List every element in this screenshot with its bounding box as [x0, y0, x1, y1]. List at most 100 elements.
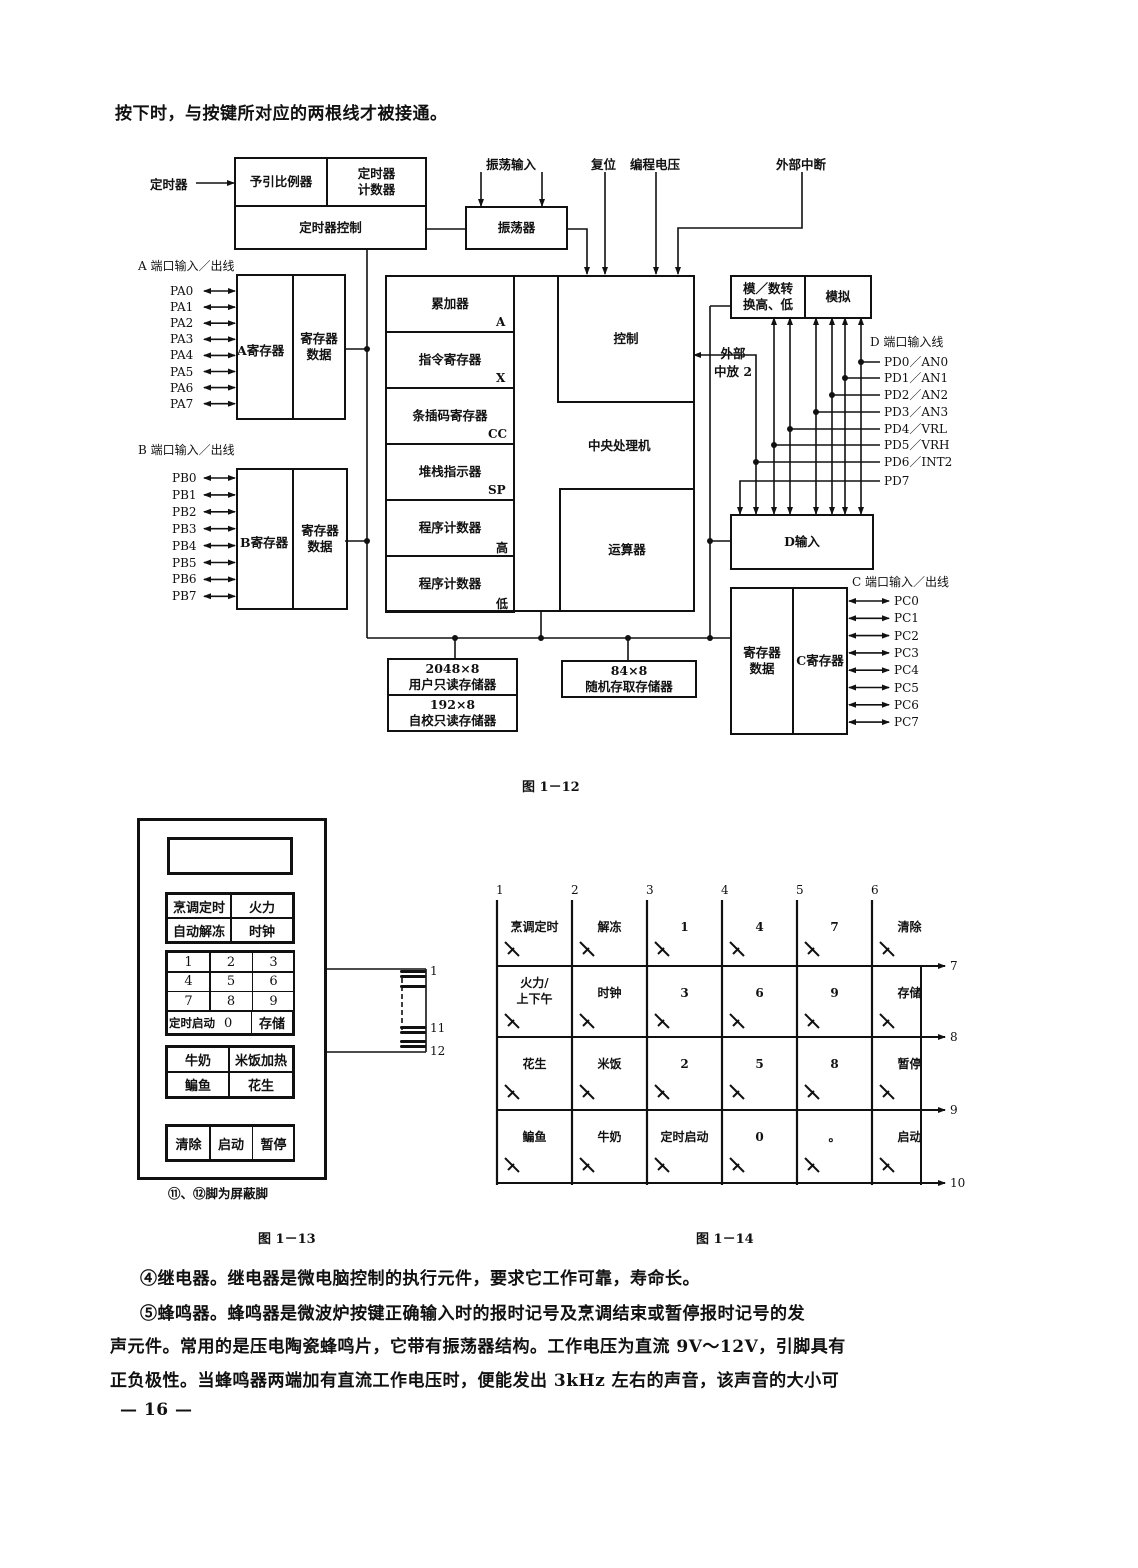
- key-switch-icon: [654, 941, 670, 957]
- food-key[interactable]: 米饭加热: [229, 1047, 293, 1072]
- analog-label: 模拟: [825, 289, 851, 305]
- register-name: 条插码寄存器: [412, 408, 488, 424]
- matrix-key-label: 解冻: [597, 920, 622, 934]
- osc-to-control: [567, 228, 590, 275]
- alu-block: 运算器: [559, 488, 695, 612]
- func-key[interactable]: 烹调定时: [167, 894, 231, 918]
- timer-control-label: 定时器控制: [299, 219, 362, 235]
- action-key[interactable]: 暂停: [252, 1126, 295, 1160]
- connector-pin-1: 1: [430, 964, 438, 978]
- port-c-pin-label: PC1: [894, 611, 919, 626]
- port-b-pin-label: PB7: [172, 589, 197, 604]
- matrix-key-label: 暂停: [897, 1057, 922, 1071]
- fig13-caption: 图 1－13: [258, 1232, 316, 1247]
- port-c-pin-label: PC0: [894, 594, 919, 608]
- prog-voltage-label: 编程电压: [630, 157, 681, 172]
- analog-block: 模拟: [804, 275, 872, 319]
- c-data-register-label: 寄存器 数据: [743, 645, 781, 676]
- intro-paragraph: 按下时，与按键所对应的两根线才被接通。: [115, 104, 448, 124]
- food-key[interactable]: 花生: [229, 1072, 293, 1097]
- key-switch-icon: [879, 1084, 895, 1100]
- key-switch-icon: [729, 941, 745, 957]
- register-tag: CC: [488, 427, 508, 441]
- timer-input-label: 定时器: [150, 177, 188, 192]
- matrix-row-number: 10: [950, 1176, 966, 1190]
- paragraph-buzzer-line1: ⑤蜂鸣器。蜂鸣器是微波炉按键正确输入时的报时记号及烹调结束或暂停报时记号的发: [140, 1304, 805, 1324]
- key-switch-icon: [804, 1013, 820, 1029]
- b-data-register-block: 寄存器 数据: [292, 468, 348, 610]
- port-a-pin-label: PA0: [170, 284, 194, 298]
- store-key[interactable]: 存储: [251, 1011, 293, 1034]
- self-rom-block: 192×8 自校只读存储器: [387, 694, 518, 732]
- port-c-pin-label: PC2: [894, 628, 919, 643]
- adc-block: 模／数转 换高、低: [730, 275, 806, 319]
- prescaler-label: 予引比例器: [249, 174, 313, 190]
- fig12-caption: 图 1－12: [522, 780, 580, 795]
- ram-label: 随机存取存储器: [585, 679, 673, 694]
- paragraph-buzzer-line2: 声元件。常用的是压电陶瓷蜂鸣片，它带有振荡器结构。工作电压为直流 9V～12V，…: [110, 1337, 846, 1357]
- port-b-pin-label: PB0: [172, 471, 197, 485]
- d-input-block: D输入: [730, 514, 874, 570]
- key-switch-icon: [579, 941, 595, 957]
- port-d-pin-label: PD0／AN0: [884, 355, 949, 369]
- register-tag: X: [496, 371, 506, 385]
- port-c-pin-label: PC6: [894, 697, 919, 712]
- ram-block: 84×8 随机存取存储器: [561, 660, 697, 698]
- matrix-key-label: 存储: [897, 986, 922, 1000]
- timer-counter-block: 定时器 计数器: [326, 157, 427, 207]
- register-name: 程序计数器: [418, 576, 482, 592]
- port-a-pin-label: PA5: [170, 364, 194, 379]
- port-d-pin-label: PD5／VRH: [884, 438, 950, 452]
- register-block: 程序计数器: [385, 555, 515, 613]
- alu-label: 运算器: [608, 542, 646, 558]
- matrix-key-label: 2: [680, 1057, 689, 1071]
- ext-interrupt-line: [675, 172, 803, 275]
- matrix-key-label: 。: [828, 1130, 841, 1144]
- c-register-block: C寄存器: [792, 587, 848, 735]
- matrix-column-number: 5: [796, 883, 804, 897]
- key-switch-icon: [804, 941, 820, 957]
- matrix-key-label: 牛奶: [597, 1130, 622, 1144]
- a-data-register-block: 寄存器 数据: [292, 274, 346, 420]
- port-b-title: B 端口输入／出线: [138, 443, 235, 457]
- control-block: 控制: [557, 275, 695, 403]
- control-label: 控制: [613, 331, 639, 347]
- register-tag: A: [496, 315, 506, 329]
- register-name: 累加器: [431, 296, 469, 312]
- port-b-pin-label: PB6: [172, 572, 197, 587]
- func-key-group: [165, 892, 295, 944]
- matrix-key-label: 时钟: [597, 986, 622, 1000]
- func-key[interactable]: 自动解冻: [167, 918, 231, 942]
- matrix-row-number: 8: [950, 1030, 958, 1044]
- number-key[interactable]: 9: [252, 991, 295, 1011]
- food-key[interactable]: 鳊鱼: [167, 1072, 229, 1097]
- osc-input-label: 振荡输入: [486, 157, 537, 172]
- c-register-label: C寄存器: [796, 653, 844, 669]
- page-number: — 16 —: [120, 1400, 193, 1420]
- panel-frame: [137, 818, 327, 1180]
- matrix-key-label: 9: [830, 986, 839, 1000]
- port-d-pin-label: PD3／AN3: [884, 405, 949, 419]
- func-key[interactable]: 时钟: [231, 918, 293, 942]
- port-c-pin-label: PC3: [894, 645, 919, 660]
- adc-label: 模／数转 换高、低: [742, 281, 793, 312]
- ext-interrupt-label: 外部中断: [776, 157, 827, 172]
- key-switch-icon: [729, 1157, 745, 1173]
- matrix-key-label: 0: [755, 1130, 764, 1144]
- oscillator-label: 振荡器: [497, 220, 536, 236]
- key-switch-icon: [504, 941, 520, 957]
- oscillator-block: 振荡器: [465, 206, 568, 250]
- port-a-pin-label: PA6: [170, 380, 194, 395]
- key-switch-icon: [804, 1084, 820, 1100]
- matrix-key-label: 6: [755, 986, 764, 1000]
- food-key[interactable]: 牛奶: [167, 1047, 229, 1072]
- register-tag: SP: [488, 483, 506, 497]
- matrix-key-label: 定时启动: [660, 1130, 709, 1144]
- key-switch-icon: [729, 1013, 745, 1029]
- key-switch-icon: [729, 1084, 745, 1100]
- key-switch-icon: [579, 1084, 595, 1100]
- func-key[interactable]: 火力: [231, 894, 293, 918]
- port-b-pin-label: PB3: [172, 521, 197, 536]
- port-c-pin-label: PC7: [894, 715, 919, 730]
- key-switch-icon: [504, 1013, 520, 1029]
